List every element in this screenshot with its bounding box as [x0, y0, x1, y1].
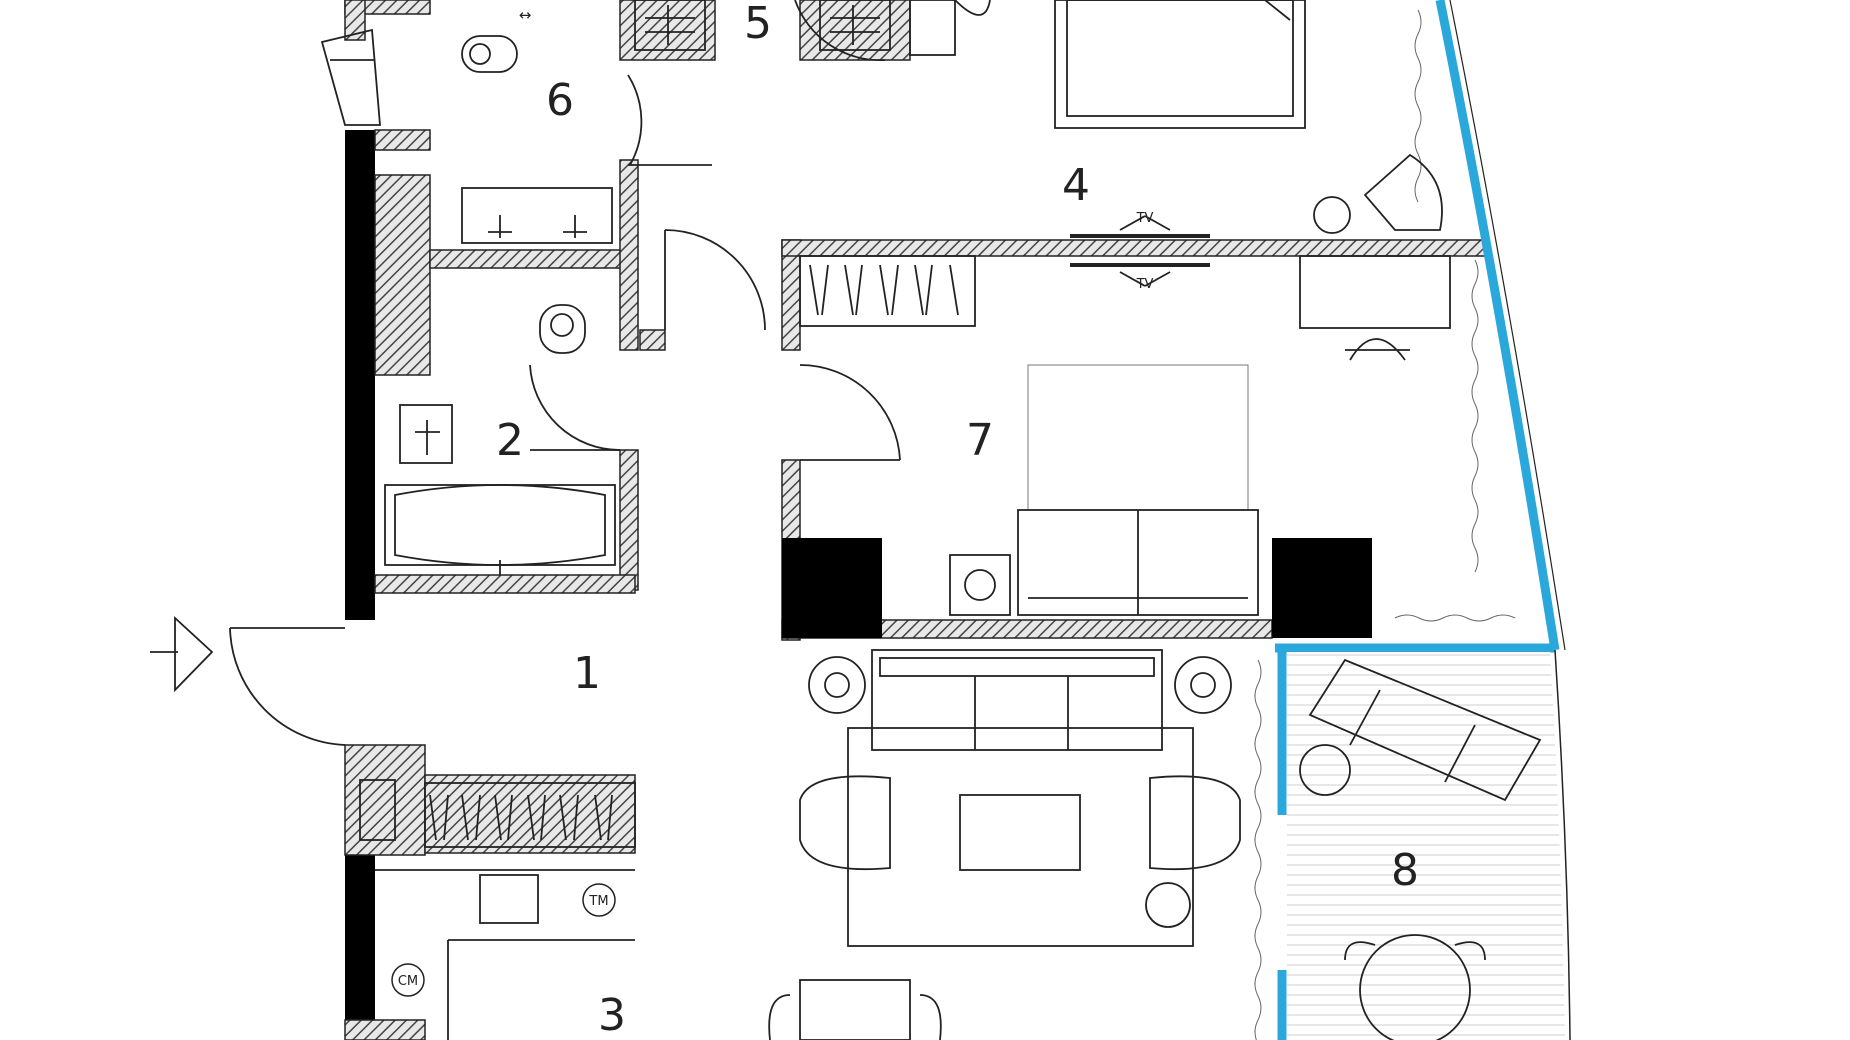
- tv-wall-mount: [1070, 215, 1210, 287]
- room-label-3: 3: [598, 990, 626, 1040]
- rug-and-coffee-table: [847, 727, 1194, 947]
- door-2: [529, 364, 621, 451]
- curtain-wall-glazing: [1275, 0, 1571, 1040]
- armchair-4: [1313, 153, 1443, 234]
- room-label-2: 2: [496, 415, 524, 466]
- sun-lounger: [1299, 658, 1542, 802]
- bathtub-2: [384, 484, 616, 575]
- room-label-1: 1: [573, 648, 601, 699]
- structural-columns: [782, 538, 1372, 638]
- room-label-7: 7: [966, 415, 994, 466]
- exterior-walls: [345, 130, 375, 1040]
- door-7: [664, 229, 901, 461]
- stair: [320, 28, 381, 126]
- dining-chairs: [768, 979, 942, 1040]
- kitchen-counter: [375, 869, 635, 1040]
- floor-lamps: [808, 656, 1232, 714]
- entrance-door: [229, 627, 346, 746]
- room-label-8: 8: [1391, 845, 1419, 896]
- entrance-arrow-icon: [150, 615, 214, 693]
- dining-table-8: [1344, 934, 1486, 1040]
- sofa: [871, 649, 1163, 751]
- desk-7: [1299, 255, 1451, 361]
- tv-label-top: TV: [1136, 211, 1154, 226]
- entry-closet: [359, 779, 636, 848]
- room-label-4: 4: [1062, 160, 1090, 211]
- closet-5: [634, 0, 991, 62]
- wardrobe-7: [799, 255, 976, 327]
- svg-text:TM: TM: [588, 894, 608, 909]
- armchairs: [799, 775, 1241, 928]
- appliance-cm-icon: CM: [391, 963, 425, 997]
- double-sink-6: [461, 187, 613, 244]
- appliance-tm-icon: TM: [582, 883, 616, 917]
- sink-2: [399, 404, 453, 464]
- balcony-deck: [1287, 652, 1565, 1040]
- toilet-6: [461, 35, 518, 73]
- tv-label-bottom: TV: [1136, 277, 1154, 292]
- interior-walls: [344, 0, 1488, 1040]
- bed-4: [1054, 0, 1306, 129]
- room-label-5: 5: [744, 0, 772, 49]
- svg-text:CM: CM: [398, 974, 418, 989]
- toilet-2: [539, 304, 586, 354]
- room-label-6: 6: [546, 75, 574, 126]
- double-arrow-icon: ↔: [519, 6, 532, 24]
- door-6: [627, 74, 712, 166]
- curtains: [1254, 9, 1516, 1040]
- bed-7: [949, 364, 1259, 616]
